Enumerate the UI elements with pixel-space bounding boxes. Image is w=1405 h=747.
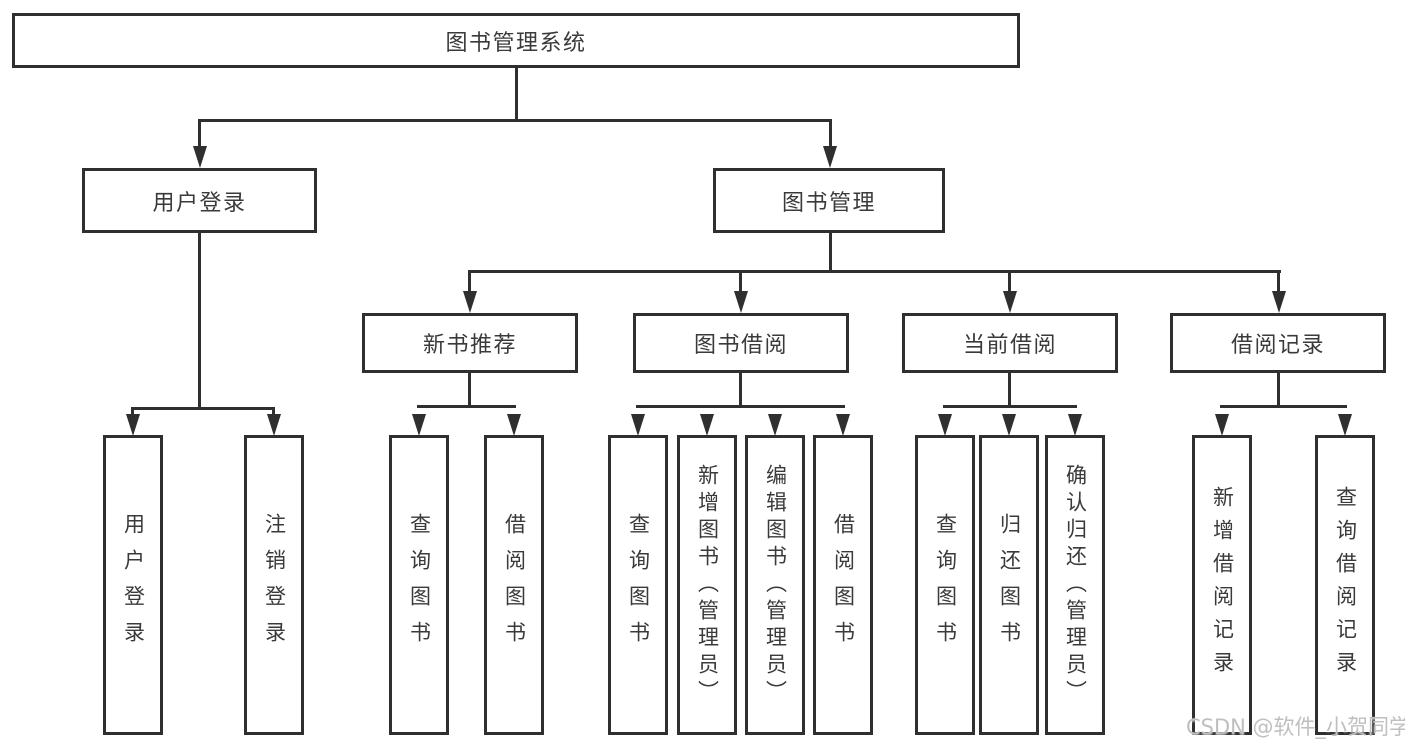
arrow-down-icon: [1003, 291, 1017, 313]
node-label: 用户登录: [152, 190, 247, 216]
connector-line: [417, 405, 516, 408]
connector-line: [1220, 405, 1347, 408]
node-user-login: 用户登录: [82, 168, 317, 233]
node-label: 编辑图书（管理员）: [763, 463, 788, 707]
arrow-down-icon: [193, 146, 207, 168]
arrow-down-icon: [1338, 414, 1352, 436]
connector-line: [272, 407, 275, 417]
leaf-borrow-books-1: 借阅图书: [484, 435, 544, 735]
node-borrow-record: 借阅记录: [1170, 313, 1386, 373]
connector-line: [469, 270, 1281, 273]
leaf-add-books-admin: 新增图书（管理员）: [677, 435, 737, 735]
leaf-confirm-return-admin: 确认归还（管理员）: [1045, 435, 1105, 735]
connector-line: [1277, 373, 1280, 407]
connector-line: [739, 270, 742, 293]
arrow-down-icon: [836, 414, 850, 436]
connector-line: [198, 233, 201, 409]
connector-line: [829, 119, 832, 148]
leaf-add-borrow-record: 新增借阅记录: [1192, 435, 1252, 735]
connector-line: [1277, 270, 1280, 293]
node-label: 图书管理系统: [445, 30, 587, 56]
csdn-watermark: CSDN @软件_小贺同学: [1186, 715, 1405, 739]
node-label: 确认归还（管理员）: [1063, 463, 1088, 707]
arrow-down-icon: [267, 414, 281, 436]
connector-line: [739, 373, 742, 407]
connector-line: [515, 68, 518, 121]
node-new-book-recommend: 新书推荐: [362, 313, 578, 373]
arrow-down-icon: [1215, 414, 1229, 436]
arrow-down-icon: [700, 414, 714, 436]
connector-line: [829, 232, 832, 272]
arrow-down-icon: [1002, 414, 1016, 436]
arrow-down-icon: [631, 414, 645, 436]
connector-line: [132, 407, 275, 410]
connector-line: [1008, 270, 1011, 293]
leaf-logout: 注销登录: [244, 435, 304, 735]
node-label: 注销登录: [262, 513, 287, 657]
leaf-return-books: 归还图书: [979, 435, 1039, 735]
connector-line: [198, 119, 201, 148]
node-label: 当前借阅: [962, 333, 1057, 358]
node-label: 查询图书: [933, 513, 958, 657]
connector-line: [468, 270, 471, 293]
leaf-query-borrow-record: 查询借阅记录: [1315, 435, 1375, 735]
connector-line: [636, 405, 845, 408]
node-label: 图书管理: [781, 190, 876, 216]
leaf-query-books-3: 查询图书: [915, 435, 975, 735]
arrow-down-icon: [1068, 414, 1082, 436]
connector-line: [468, 373, 471, 407]
connector-line: [198, 119, 832, 122]
node-label: 借阅图书: [831, 513, 856, 657]
arrow-down-icon: [938, 414, 952, 436]
leaf-borrow-books-2: 借阅图书: [813, 435, 873, 735]
arrow-down-icon: [734, 291, 748, 313]
node-library-management-system: 图书管理系统: [12, 13, 1020, 68]
node-label: 图书借阅: [693, 333, 788, 358]
arrow-down-icon: [126, 414, 140, 436]
connector-line: [1008, 373, 1011, 407]
node-label: 用户登录: [121, 513, 146, 657]
leaf-user-login: 用户登录: [103, 435, 163, 735]
node-book-borrow: 图书借阅: [633, 313, 849, 373]
arrow-down-icon: [1272, 291, 1286, 313]
node-label: 新书推荐: [422, 333, 517, 358]
leaf-edit-books-admin: 编辑图书（管理员）: [745, 435, 805, 735]
node-label: 查询借阅记录: [1333, 486, 1358, 684]
arrow-down-icon: [412, 414, 426, 436]
arrow-down-icon: [823, 146, 837, 168]
connector-line: [943, 405, 1077, 408]
leaf-query-books-1: 查询图书: [389, 435, 449, 735]
leaf-query-books-2: 查询图书: [608, 435, 668, 735]
node-label: 新增图书（管理员）: [695, 463, 720, 707]
arrow-down-icon: [507, 414, 521, 436]
node-current-borrow: 当前借阅: [902, 313, 1118, 373]
node-label: 借阅图书: [502, 513, 527, 657]
arrow-down-icon: [463, 291, 477, 313]
node-label: 查询图书: [407, 513, 432, 657]
connector-line: [131, 407, 134, 417]
node-label: 归还图书: [997, 513, 1022, 657]
node-label: 查询图书: [626, 513, 651, 657]
node-book-management: 图书管理: [713, 168, 945, 233]
node-label: 借阅记录: [1230, 333, 1325, 358]
arrow-down-icon: [768, 414, 782, 436]
node-label: 新增借阅记录: [1210, 486, 1235, 684]
